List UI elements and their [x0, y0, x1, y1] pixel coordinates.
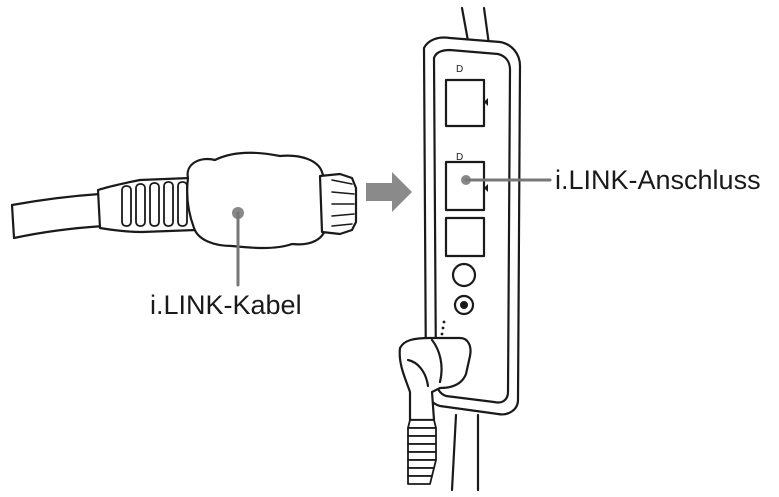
- port-lower: [444, 216, 486, 258]
- plug-connector-pins: [331, 179, 355, 227]
- coiled-cable: [407, 419, 437, 485]
- ilink-port-label: i.LINK-Anschluss: [555, 165, 761, 195]
- insert-arrow-icon: [366, 172, 412, 212]
- port-upper: [444, 78, 486, 128]
- ilink-cable-label: i.LINK-Kabel: [150, 290, 302, 320]
- port-mark-2: D: [456, 152, 463, 163]
- plug-housing: [186, 151, 329, 250]
- ilink-cable: [10, 151, 358, 287]
- port-mark-1: D: [456, 64, 463, 75]
- strain-relief-ribs: [121, 181, 188, 227]
- ilink-port-icon: [444, 160, 486, 212]
- cable-body: [10, 192, 106, 240]
- round-jack-large: [451, 262, 477, 288]
- device-side-panel: D D: [422, 6, 552, 492]
- angled-plug: [398, 336, 472, 485]
